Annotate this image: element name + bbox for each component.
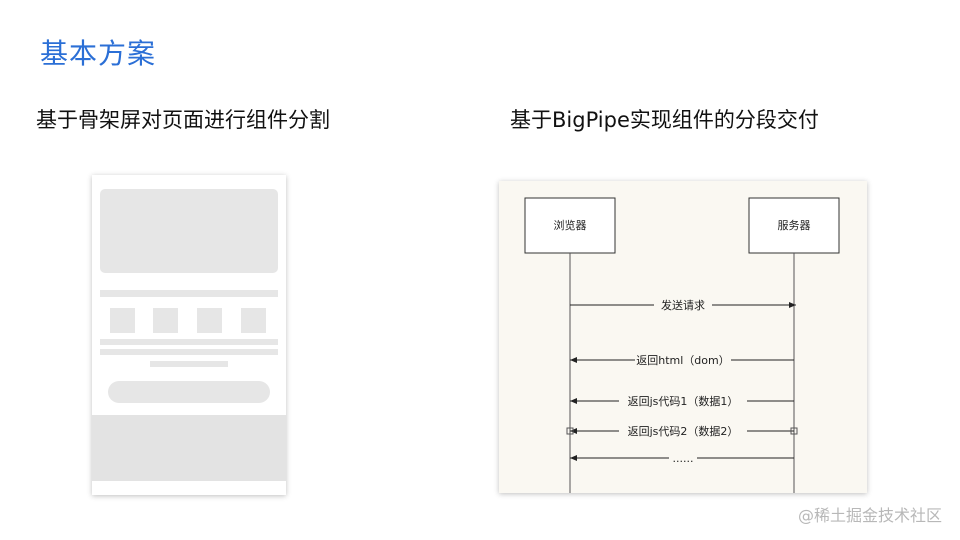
message-label: 返回html（dom） [636, 354, 729, 367]
skeleton-pill-button [108, 381, 270, 403]
skeleton-square [241, 308, 266, 333]
watermark: @稀土掘金技术社区 [797, 506, 942, 525]
skeleton-screen-mock [92, 175, 286, 495]
participant-browser-box [524, 197, 616, 254]
message-label-bg [619, 423, 747, 439]
skeleton-line [100, 339, 278, 345]
left-caption: 基于骨架屏对页面进行组件分割 [36, 108, 330, 132]
skeleton-line-short [150, 361, 228, 367]
participant-browser-label: 浏览器 [554, 218, 587, 232]
participant-server-box [748, 197, 840, 254]
sequence-diagram-svg: 浏览器 服务器 发送请求 返回html（dom） 返回js代码1（数据1） 返回… [524, 197, 840, 493]
participant-server-label: 服务器 [778, 219, 811, 232]
message-label-bg [619, 393, 747, 409]
right-caption: 基于BigPipe实现组件的分段交付 [510, 108, 819, 132]
message-anchor-handle [566, 427, 574, 435]
skeleton-hero-block [100, 189, 278, 273]
sequence-diagram: 浏览器 服务器 发送请求 返回html（dom） 返回js代码1（数据1） 返回… [499, 181, 867, 493]
skeleton-line [100, 349, 278, 355]
message-label-bg [654, 297, 712, 313]
skeleton-square [153, 308, 178, 333]
message-label-bg [669, 451, 697, 465]
message-label: 返回js代码1（数据1） [628, 394, 739, 408]
skeleton-square [197, 308, 222, 333]
skeleton-square [110, 308, 135, 333]
skeleton-footer-block [92, 415, 286, 481]
message-label: 返回js代码2（数据2） [628, 424, 739, 438]
skeleton-line [100, 290, 278, 297]
message-label: ...... [673, 452, 694, 465]
slide-title: 基本方案 [40, 37, 157, 70]
message-label-bg [635, 352, 731, 368]
message-label: 发送请求 [661, 298, 705, 312]
message-anchor-handle [790, 427, 798, 435]
